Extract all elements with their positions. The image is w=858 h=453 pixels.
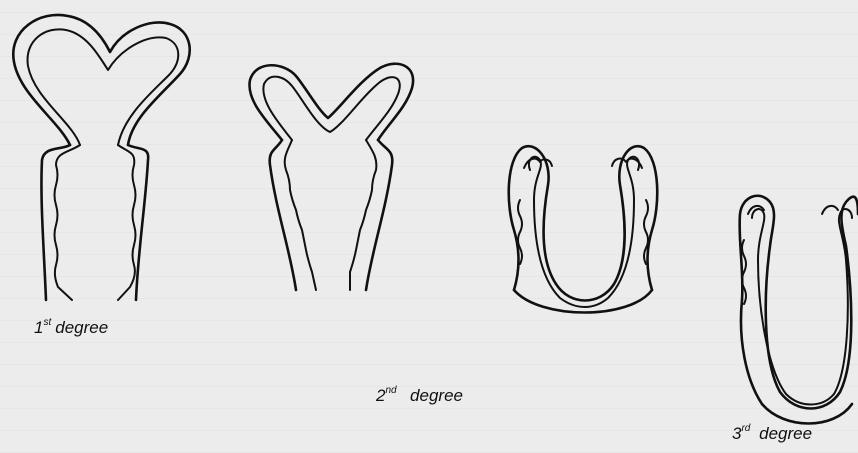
caption-ordinal-suffix: rd [741, 423, 750, 434]
third-degree-drawing-b [740, 196, 858, 424]
caption-ordinal-suffix: st [43, 317, 51, 328]
third-degree-drawing-a [509, 146, 658, 312]
caption-word: degree [759, 424, 812, 443]
caption-word: degree [55, 318, 108, 337]
caption-third-degree: 3rd degree [732, 424, 812, 444]
caption-word: degree [410, 386, 463, 405]
first-degree-drawing [13, 15, 189, 300]
second-degree-drawing [249, 64, 413, 290]
caption-ordinal-suffix: nd [385, 385, 396, 396]
caption-second-degree: 2nd degree [376, 386, 463, 406]
